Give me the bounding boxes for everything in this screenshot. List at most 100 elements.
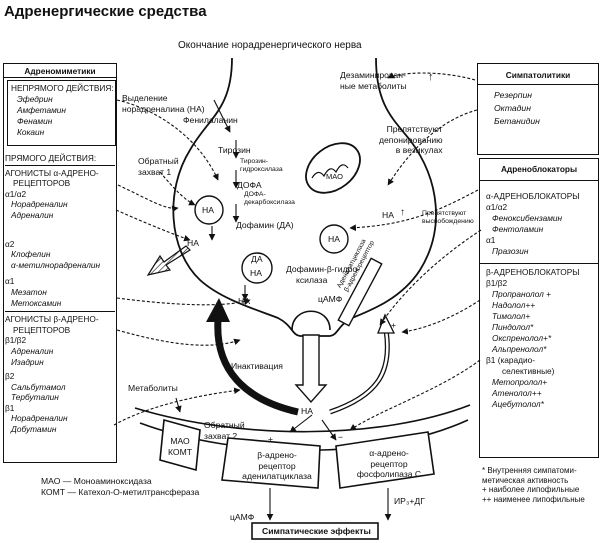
label-na-synapse: НА: [301, 406, 313, 416]
label-dopamine-hydroxylase: Дофамин-β-гидро- ксилаза: [286, 264, 361, 285]
sympatholytics-box: Симпатолитики Резерпин Октадин Бетанидин: [477, 63, 599, 155]
abbreviation-legend: МАО — Моноаминоксидаза КОМТ — Катехол-О-…: [41, 476, 200, 497]
indirect-action-box: НЕПРЯМОГО ДЕЙСТВИЯ: Эфедрин Амфетамин Фе…: [7, 80, 116, 146]
na-vesicle-left: [194, 195, 224, 225]
beta-group-label: β2: [5, 371, 15, 382]
alpha-blocker-drug: Празозин: [492, 246, 529, 256]
alpha-group-label: α1: [5, 276, 15, 287]
label-alpha-receptor: α-адрено- рецептор фосфолипаза С: [356, 448, 422, 480]
label-deaminated: Дезаминирован- ные метаболиты: [340, 70, 407, 91]
label-dopamine: Дофамин (ДА): [236, 220, 294, 230]
adrenoblockers-panel: Адреноблокаторы α-АДРЕНОБЛОКАТОРЫ α1/α2 …: [479, 158, 599, 458]
beta-blocker-drug: Окспренолол+*: [492, 333, 552, 343]
alpha-agonist-drug: Мезатон: [11, 286, 47, 297]
mitochondrion-icon: [305, 142, 361, 194]
mao-comt-box: [159, 418, 201, 472]
alpha-agonist-drug: Метоксамин: [11, 297, 62, 308]
beta-group-label: β1: [5, 402, 15, 413]
indirect-drug: Кокаин: [17, 127, 45, 137]
alpha-blocker-drug: Фентоламин: [492, 224, 544, 234]
sympatholytic-drug: Бетанидин: [494, 116, 540, 126]
label-camp-bottom: цАМФ: [230, 512, 255, 522]
label-camp: цАМФ: [318, 294, 343, 304]
direct-action-section: ПРЯМОГО ДЕЙСТВИЯ: АГОНИСТЫ α-АДРЕНО- РЕЦ…: [5, 153, 115, 435]
label-da: ДА: [251, 254, 263, 264]
label-reuptake1: Обратный захват 1: [138, 156, 179, 177]
label-na-right: НА: [328, 234, 340, 244]
reuptake-thick-arrow: [214, 319, 299, 416]
label-plus-right: +: [391, 320, 397, 330]
indirect-drug: Амфетамин: [17, 105, 66, 115]
beta-blocker-drug: Пропранолол +: [492, 289, 551, 299]
beta-blocker-drug: Тимолол+: [492, 311, 531, 321]
alpha-group-label: α1/α2: [5, 188, 27, 199]
solid-arrows: [175, 99, 392, 521]
sympatholytic-drug: Резерпин: [494, 90, 533, 100]
alpha-receptor-box: [335, 431, 435, 489]
label-minus: −: [338, 432, 344, 442]
alpha-blocker-drug: Феноксибензамин: [492, 213, 563, 223]
alpha-agonists-heading: РЕЦЕПТОРОВ: [13, 178, 71, 189]
dashed-arrows: [113, 72, 482, 431]
beta-agonist-drug: Добутамин: [11, 424, 57, 435]
label-reuptake2: Обратный захват 2: [204, 420, 245, 441]
label-na-left2: НА: [187, 238, 199, 248]
alpha-group-label: α2: [5, 238, 15, 249]
beta-blocker-drug: Альпренолол*: [492, 344, 547, 354]
beta-group-label: β1/β2: [5, 335, 27, 346]
beta-blocker-group: β1 (карадио-: [486, 355, 535, 365]
beta-blocker-drug: Пиндолол*: [492, 322, 534, 332]
beta-agonists-heading: АГОНИСТЫ β-АДРЕНО-: [5, 314, 99, 325]
beta-agonist-drug: Норадреналин: [11, 413, 68, 424]
alpha-agonist-drug: α-метилнорадреналин: [11, 259, 101, 270]
beta-receptor-box: [221, 437, 321, 489]
label-mao: МАО: [326, 172, 343, 181]
alpha-agonist-drug: Норадреналин: [11, 199, 68, 210]
indirect-heading: НЕПРЯМОГО ДЕЙСТВИЯ:: [11, 83, 114, 93]
label-prevent-release: Препятствуют высвобождению: [422, 210, 474, 225]
diagram-subtitle: Окончание норадренергического нерва: [178, 40, 362, 51]
label-tyrosine: Тирозин: [218, 145, 251, 155]
sympatholytic-drug: Октадин: [494, 103, 531, 113]
alpha-blocker-group: α1: [486, 235, 496, 245]
beta-agonist-drug: Изадрин: [11, 356, 44, 367]
adrenomimetics-header: Адреномиметики: [4, 64, 116, 78]
label-up-arrow: ↑: [400, 207, 405, 218]
label-inactivation: Инактивация: [231, 361, 283, 371]
release-arrow: [294, 334, 328, 404]
label-secretion: Выделение норадреналина (НА): [122, 93, 205, 114]
label-plus-left: +: [268, 434, 274, 444]
beta-agonist-drug: Тербуталин: [11, 392, 59, 403]
beta-blocker-group-note: селективные): [502, 366, 555, 376]
label-na-da: НА: [250, 268, 262, 278]
label-beta-receptor: β-адрено- рецептор аденилатциклаза: [242, 450, 312, 482]
alpha-agonist-drug: Клофелин: [11, 249, 51, 260]
label-deaminated-arrow: ↑: [428, 71, 434, 83]
beta-blocker-drug: Атенолол++: [492, 388, 542, 398]
da-vesicle: [241, 252, 273, 284]
label-dopa: ДОФА: [237, 180, 262, 190]
notes-legend: * Внутренняя симпатоми- метическая актив…: [482, 466, 585, 504]
label-prevent-storage: Препятствуют депонированию в везикулах: [379, 124, 443, 156]
beta-blocker-drug: Надолол++: [492, 300, 536, 310]
label-phenylalanine: Фенилаланин: [183, 115, 238, 125]
alpha-agonist-drug: Адреналин: [11, 209, 54, 220]
sympathetic-effects-label: Симпатические эффекты: [262, 526, 371, 536]
page-title: Адренергические средства: [4, 3, 207, 20]
label-metabolites: Метаболиты: [128, 383, 178, 393]
nerve-terminal-outline: [172, 57, 437, 337]
indirect-drug: Фенамин: [17, 116, 53, 126]
label-dopa-decarboxylase: ДОФА- декарбоксилаза: [244, 191, 295, 206]
beta-agonists-heading: РЕЦЕПТОРОВ: [13, 324, 71, 335]
indirect-drug: Эфедрин: [17, 94, 53, 104]
adrenoblockers-header: Адреноблокаторы: [480, 159, 598, 181]
beta-agonist-drug: Адреналин: [11, 345, 54, 356]
label-na-mid: НА: [382, 210, 394, 220]
beta-blockers-heading: β-АДРЕНОБЛОКАТОРЫ: [486, 267, 580, 277]
alpha-blocker-group: α1/α2: [486, 202, 508, 212]
exocytosis-pocket: [291, 310, 331, 331]
na-vesicle-right: [319, 224, 349, 254]
reuptake1-hatched-arrow: [146, 245, 191, 276]
sympathetic-effects-box: [251, 522, 379, 540]
